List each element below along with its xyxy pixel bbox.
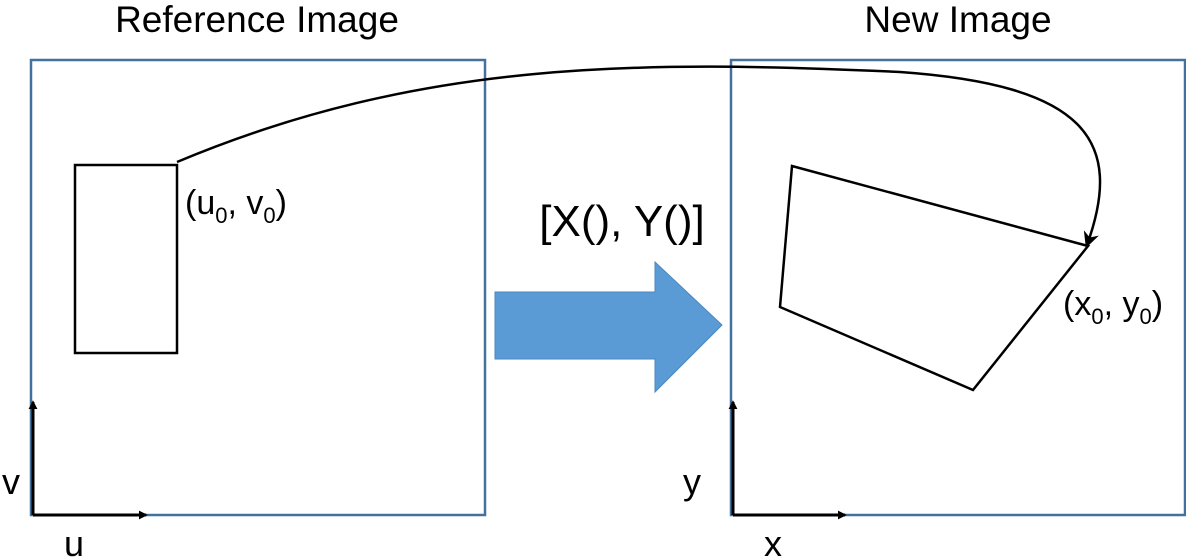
reference-image-title: Reference Image: [115, 0, 399, 40]
new-image-axes: [728, 400, 847, 520]
transform-arrow: [494, 260, 723, 394]
reference-axes: [28, 400, 148, 520]
reference-image-frame: [29, 58, 487, 517]
axis-label-x: x: [764, 523, 782, 558]
axis-label-v: v: [2, 461, 20, 502]
mapping-curve-arrow: [176, 65, 1102, 249]
new-point-label: (x0, y0): [1063, 285, 1163, 329]
transform-label: [X(), Y()]: [539, 197, 704, 246]
source-rectangle: [73, 163, 179, 355]
axis-label-y: y: [683, 461, 701, 502]
warped-quadrilateral: [778, 164, 1091, 392]
reference-point-label: (u0, v0): [185, 184, 287, 228]
new-image-frame: [729, 58, 1186, 517]
new-image-title: New Image: [864, 0, 1051, 40]
axis-label-u: u: [64, 523, 84, 558]
